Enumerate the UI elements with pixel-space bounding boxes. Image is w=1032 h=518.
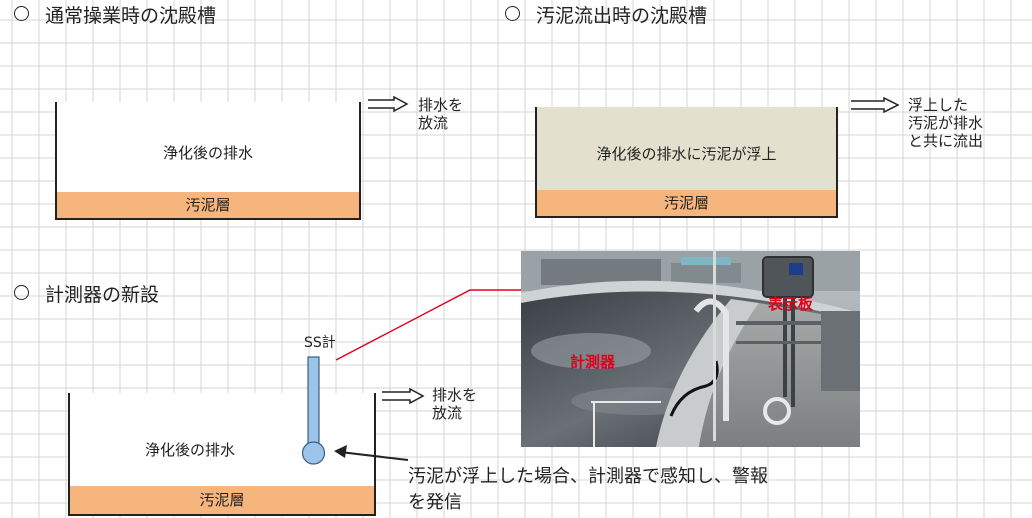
treated-water-label: 浄化後の排水 [144,441,235,459]
normal-settling-tank: 浄化後の排水 汚泥層 [55,102,361,220]
site-photo: 計測器 表示板 [521,251,860,447]
treated-water-label: 浄化後の排水 [162,144,253,162]
new-meter-title: 計測器の新設 [14,284,159,307]
photo-display-board-label: 表示板 [768,295,814,313]
bullet-circle-icon [505,6,520,21]
ss-meter-sensor [301,356,326,465]
photo-meter-label: 計測器 [570,353,616,371]
settling-tank-photo-image [521,251,860,447]
metered-settling-tank: 浄化後の排水 汚泥層 [68,393,376,516]
normal-operation-title: 通常操業時の沈殿槽 [14,5,216,28]
leader-line [335,289,522,361]
outflow-arrow-icon [368,96,409,112]
sludge-layer: 汚泥層 [57,192,359,218]
sludge-outflow-note: 浮上した 汚泥が排水 と共に流出 [908,96,984,150]
treated-water-with-sludge-label: 浄化後の排水に汚泥が浮上 [596,145,777,163]
sludge-layer: 汚泥層 [537,190,836,216]
bullet-circle-icon [14,285,29,300]
pointer-arrow-icon [334,445,409,461]
sludge-layer: 汚泥層 [70,486,374,514]
bullet-circle-icon [14,6,29,21]
ss-meter-label: SS計 [304,335,336,351]
outflow-arrow-icon [382,388,425,404]
outflow-arrow-icon [851,97,900,113]
alarm-note: 汚泥が浮上した場合、計測器で感知し、警報 を発信 [408,466,768,513]
outflow-settling-tank: 浄化後の排水に汚泥が浮上 汚泥層 [535,107,838,218]
sludge-outflow-title: 汚泥流出時の沈殿槽 [505,5,707,28]
discharge-note: 排水を 放流 [418,96,464,132]
discharge-note: 排水を 放流 [432,386,478,422]
